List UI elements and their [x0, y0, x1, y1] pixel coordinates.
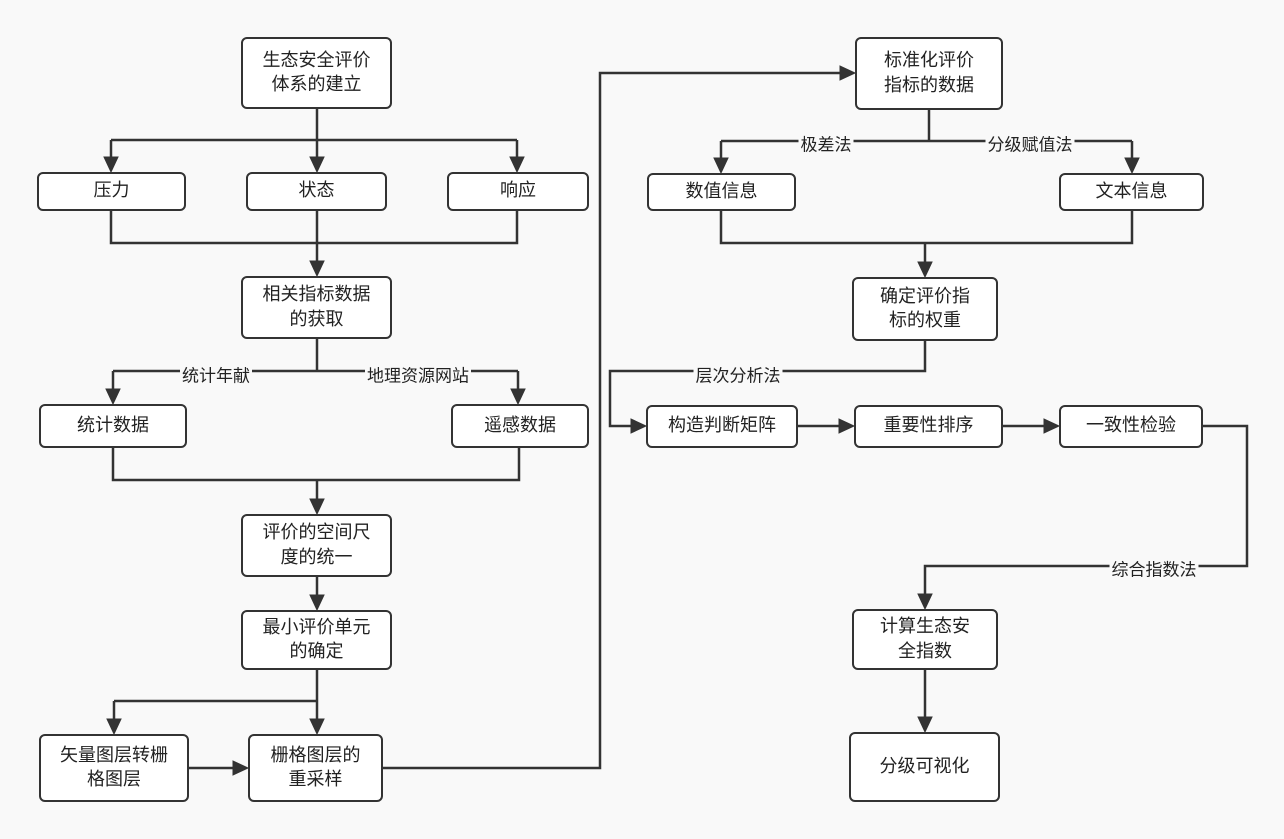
arrowhead	[103, 156, 119, 174]
arrowhead	[309, 260, 325, 278]
node-consistency: 一致性检验	[1059, 405, 1203, 448]
edge-label-ahp: 层次分析法	[693, 361, 783, 387]
node-weight: 确定评价指 标的权重	[852, 277, 998, 341]
arrowhead	[309, 498, 325, 516]
node-pressure: 压力	[37, 172, 186, 211]
edge-label-composite-index: 综合指数法	[1109, 555, 1199, 581]
node-state: 状态	[246, 172, 387, 211]
connector	[109, 210, 519, 245]
node-calc-index: 计算生态安 全指数	[852, 609, 998, 670]
node-numeric: 数值信息	[647, 173, 796, 211]
arrowhead	[630, 418, 648, 434]
node-acquire: 相关指标数据 的获取	[241, 276, 392, 339]
connector	[719, 210, 1134, 245]
arrowhead	[713, 157, 729, 175]
arrowhead	[1043, 418, 1061, 434]
node-text-info: 文本信息	[1059, 173, 1204, 211]
arrowhead	[509, 156, 525, 174]
node-visualize: 分级可视化	[849, 732, 1000, 802]
node-matrix: 构造判断矩阵	[646, 405, 798, 448]
arrowhead	[917, 261, 933, 279]
arrowhead	[309, 156, 325, 174]
arrowhead	[839, 65, 857, 81]
node-response: 响应	[447, 172, 589, 211]
edge-label-grading-method: 分级赋值法	[985, 130, 1075, 156]
arrowhead	[838, 418, 856, 434]
node-unify: 评价的空间尺 度的统一	[241, 514, 392, 577]
connector	[608, 340, 927, 428]
connector	[923, 424, 1249, 595]
arrowhead	[232, 760, 250, 776]
arrowhead	[510, 388, 526, 406]
node-system: 生态安全评价 体系的建立	[241, 37, 392, 109]
node-rs-data: 遥感数据	[451, 404, 589, 448]
node-ranking: 重要性排序	[854, 405, 1003, 448]
edge-label-geo-site: 地理资源网站	[365, 361, 471, 387]
node-resample: 栅格图层的 重采样	[248, 734, 383, 802]
edge-label-range-method: 极差法	[798, 130, 854, 156]
arrowhead	[917, 716, 933, 734]
arrowhead	[309, 718, 325, 736]
connector	[111, 447, 521, 482]
connector	[383, 71, 841, 770]
node-stat-data: 统计数据	[39, 404, 187, 448]
arrowhead	[106, 718, 122, 736]
node-vec2ras: 矢量图层转栅 格图层	[39, 734, 189, 802]
arrowhead	[1124, 157, 1140, 175]
node-standardize: 标准化评价 指标的数据	[855, 37, 1003, 110]
arrowhead	[309, 594, 325, 612]
edge-label-yearbook: 统计年献	[180, 361, 252, 387]
arrowhead	[917, 593, 933, 611]
node-min-unit: 最小评价单元 的确定	[241, 610, 392, 670]
arrowhead	[105, 388, 121, 406]
